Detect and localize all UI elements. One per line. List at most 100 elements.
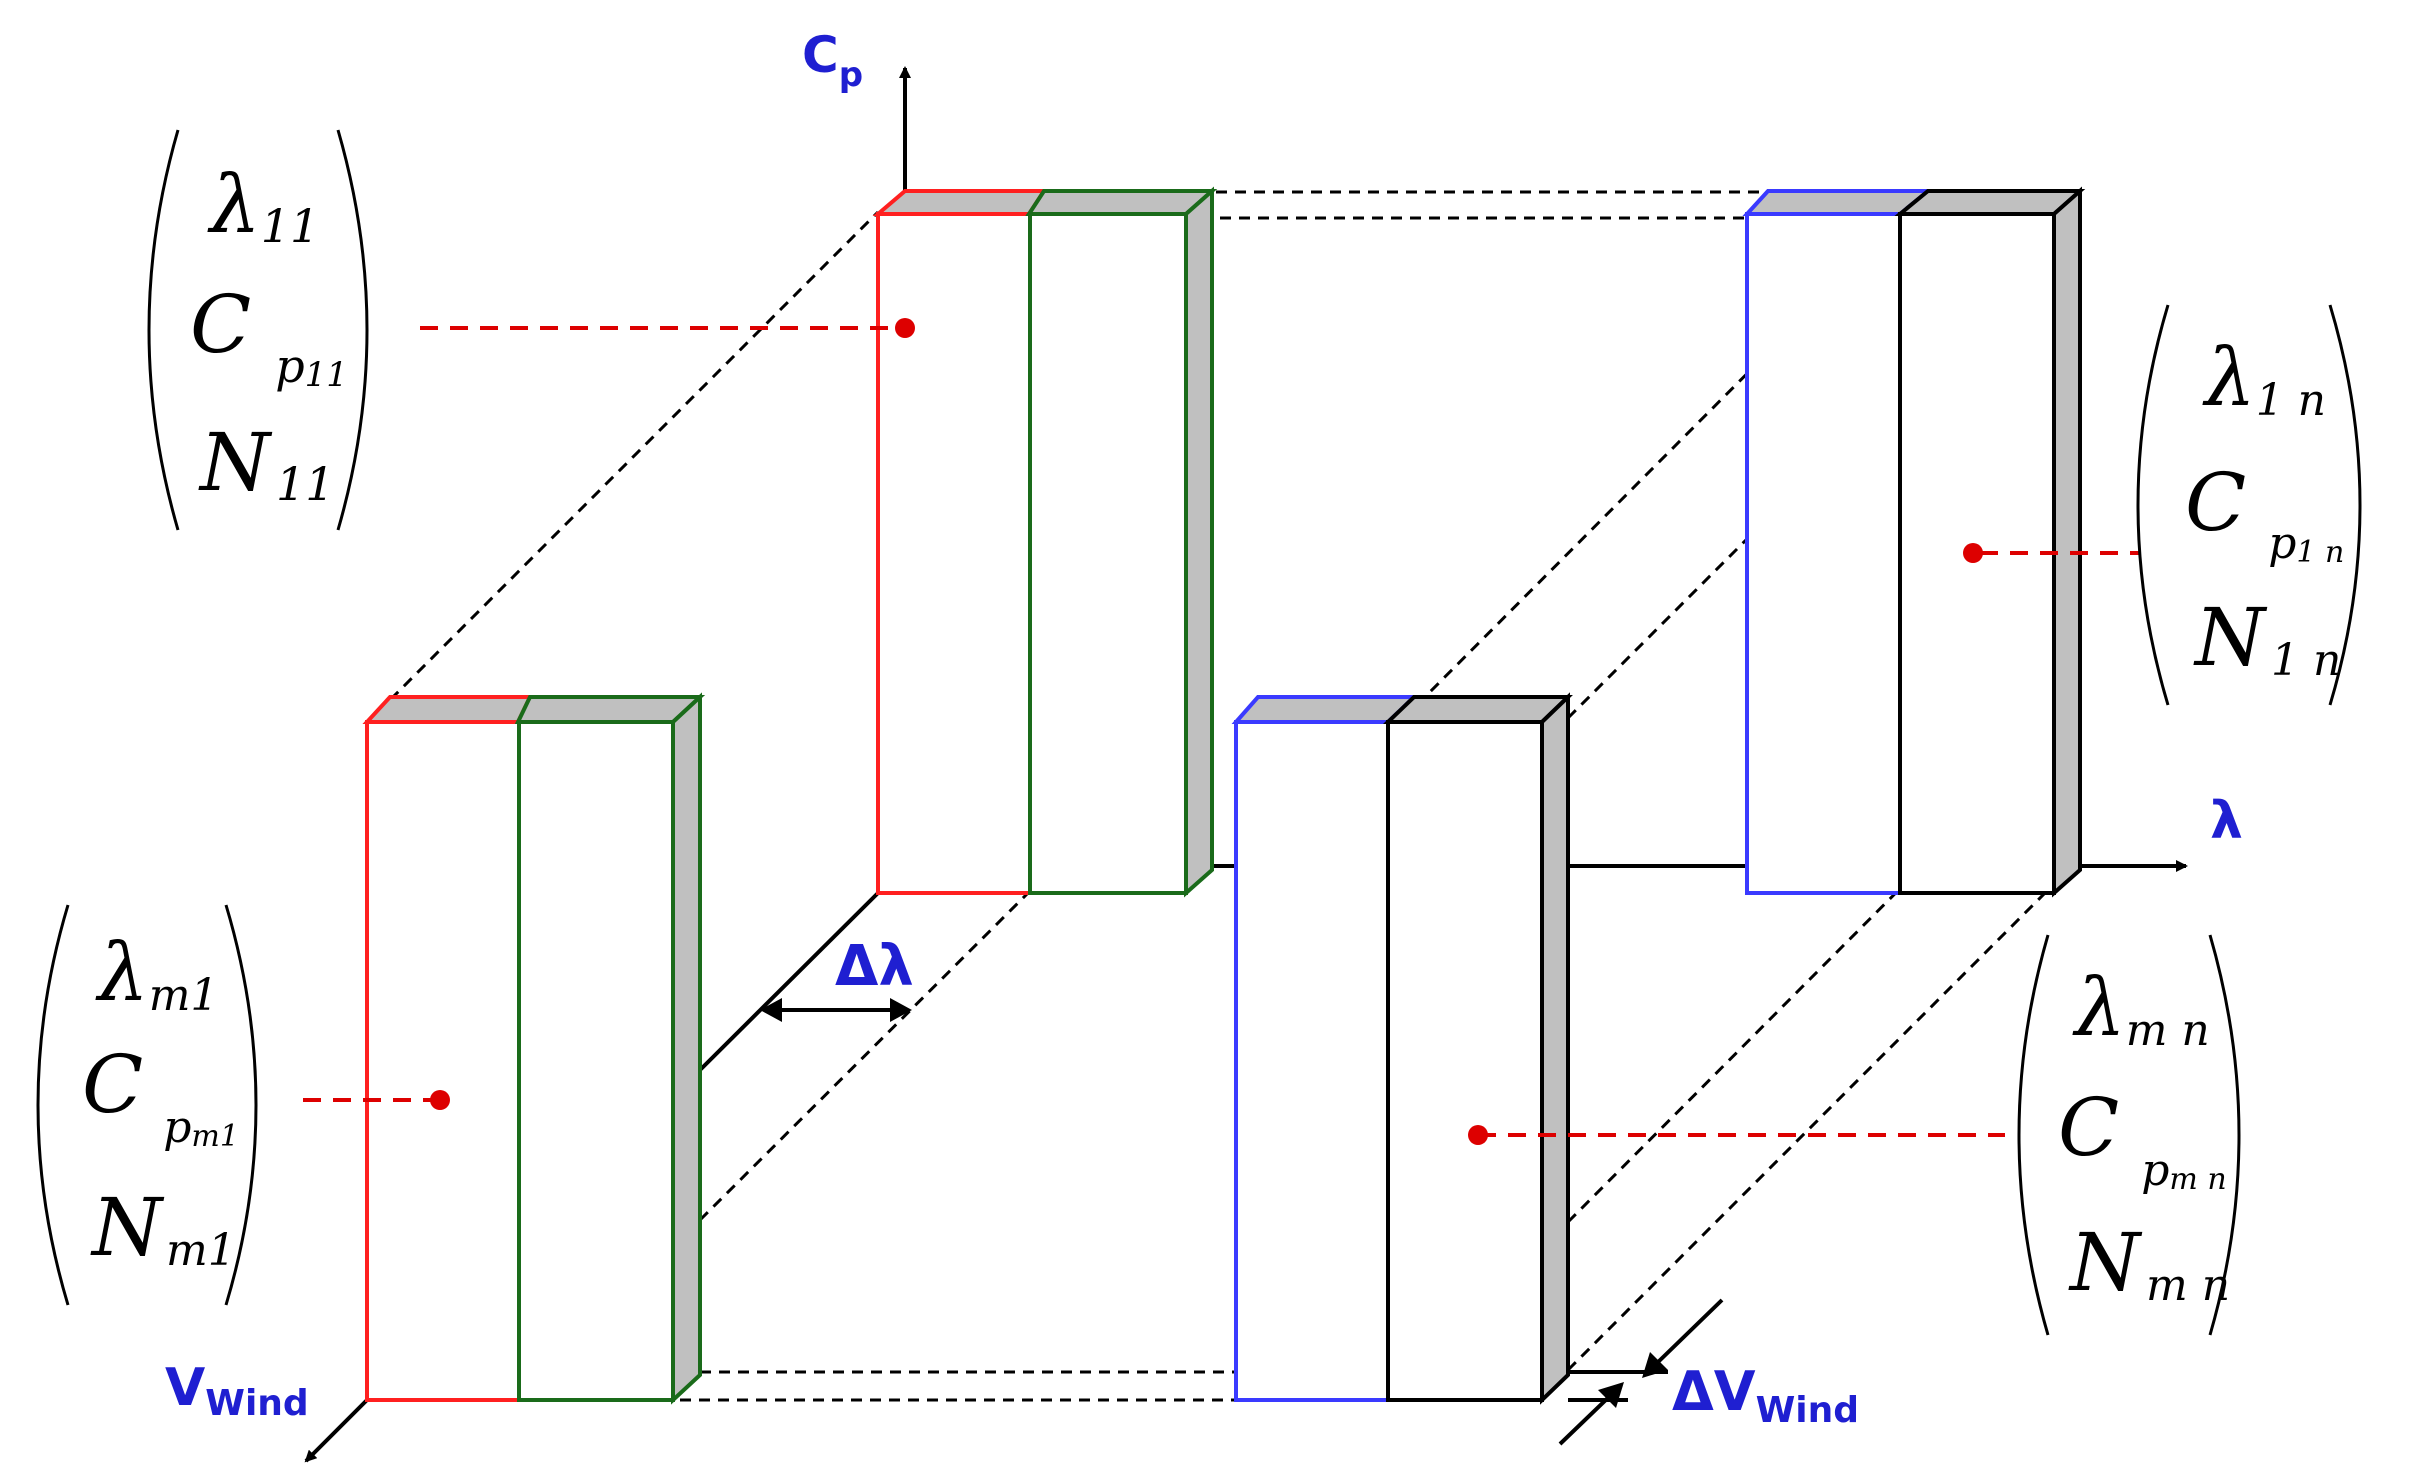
bar-back-right-pair	[1742, 186, 2086, 898]
delta-wind-main: ΔV	[1672, 1360, 1756, 1423]
n-sub: m1	[166, 1225, 236, 1276]
delta-lambda-indicator: Δλ	[760, 934, 914, 1022]
bar-top-blue-front	[1231, 695, 1419, 724]
n-sub: 11	[276, 457, 335, 511]
bar-green-back	[1028, 212, 1188, 895]
delta-wind-sub: Wind	[1756, 1390, 1859, 1431]
delta-lambda-arrowhead-right	[890, 998, 912, 1022]
cp-sym: C	[82, 1038, 143, 1131]
cp-sub: p	[2141, 1145, 2169, 1196]
vector-lambda: λm n	[2072, 961, 2210, 1056]
cp-sym: C	[2058, 1081, 2119, 1174]
bar-blue-back	[1745, 212, 1902, 895]
cp-subsub: m n	[2169, 1162, 2226, 1197]
delta-wind-arrow-upper	[1653, 1298, 1724, 1367]
cp-sub: p	[163, 1102, 191, 1153]
bar-top-red-front	[362, 695, 534, 724]
bar-green-front	[517, 720, 675, 1402]
wind-axis-label: VWind	[165, 1358, 309, 1424]
paren-right	[336, 129, 369, 531]
lambda-sub: 11	[261, 199, 320, 253]
n-sym: N	[2068, 1216, 2143, 1309]
lambda-sub: 1 n	[2256, 375, 2326, 426]
lambda-axis-label: λ	[2210, 791, 2243, 851]
cp-sym: C	[190, 278, 251, 371]
cp-subsub: 1 n	[2296, 535, 2344, 570]
n-sub: m n	[2146, 1260, 2230, 1311]
cp-subsub: m1	[191, 1119, 239, 1154]
paren-left	[2017, 934, 2050, 1336]
vector-n: Nm1	[90, 1181, 236, 1276]
delta-lambda-arrowhead-left	[760, 998, 782, 1022]
paren-left	[2136, 304, 2170, 706]
bar-red-back	[876, 212, 1032, 895]
bar-top-black-back	[1894, 189, 2086, 216]
lambda-sub: m1	[149, 970, 219, 1021]
wind-axis-mid	[698, 891, 880, 1072]
vector-lambda: λ11	[207, 158, 319, 253]
marker-bottom-right	[1468, 1125, 1488, 1145]
bar-top-green-back	[1025, 189, 1218, 216]
bar-front-left-pair	[362, 692, 706, 1405]
bar-front-right-pair	[1231, 692, 1573, 1405]
bar-side-black-front	[1540, 692, 1570, 1405]
lambda-sym: λ	[2202, 331, 2256, 424]
dash-diag-left-top	[375, 210, 880, 715]
dash-diag-right-bottom	[1566, 878, 2060, 1372]
bar-top-blue-back	[1742, 189, 1934, 216]
delta-wind-arrowhead-upper	[1642, 1352, 1668, 1378]
vector-lambda: λ1 n	[2202, 331, 2326, 426]
bar-top-green-front	[514, 695, 706, 724]
leaders	[303, 326, 2140, 1137]
wind-axis-sub: Wind	[205, 1383, 308, 1424]
lambda-sym: λ	[2072, 961, 2126, 1054]
cp-subsub: 11	[305, 355, 348, 395]
cp-axis-sub: p	[839, 55, 863, 95]
cp-sym: C	[2185, 456, 2246, 549]
bar-side-green-back	[1184, 186, 1214, 898]
bar-back-left-pair	[872, 186, 1218, 898]
bar-top-red-back	[872, 189, 1048, 216]
dash-diag-green-bottom	[698, 891, 1030, 1222]
lambda-sym: λ	[207, 158, 261, 251]
paren-left	[147, 129, 180, 531]
bar-red-front	[365, 720, 521, 1402]
n-sym: N	[2193, 591, 2268, 684]
paren-right	[2208, 934, 2241, 1336]
cp-sub: p	[2268, 518, 2296, 569]
delta-wind-label: ΔVWind	[1672, 1360, 1859, 1431]
bar-top-black-front	[1383, 695, 1573, 724]
wind-axis-main: V	[165, 1358, 205, 1418]
marker-top-left	[895, 318, 915, 338]
n-sym: N	[198, 416, 273, 509]
bar-black-front	[1386, 720, 1544, 1402]
cp-axis-main: C	[802, 26, 839, 84]
paren-right	[224, 904, 258, 1306]
marker-top-right	[1963, 543, 1983, 563]
n-sub: 1 n	[2271, 635, 2341, 686]
bar-side-green-front	[671, 692, 702, 1405]
paren-right	[2328, 304, 2362, 706]
marker-bottom-left	[430, 1090, 450, 1110]
delta-wind-arrow-lower	[1558, 1392, 1614, 1446]
delta-lambda-label: Δλ	[835, 934, 914, 999]
n-sym: N	[90, 1181, 165, 1274]
lambda-sub: m n	[2126, 1005, 2210, 1056]
delta-wind-arrowhead-lower	[1598, 1382, 1624, 1408]
lambda-sym: λ	[95, 926, 149, 1019]
paren-left	[36, 904, 70, 1306]
delta-wind-indicator	[1558, 1298, 1724, 1446]
cp-sub: p	[275, 339, 304, 393]
bar-side-black-back	[2052, 186, 2082, 898]
